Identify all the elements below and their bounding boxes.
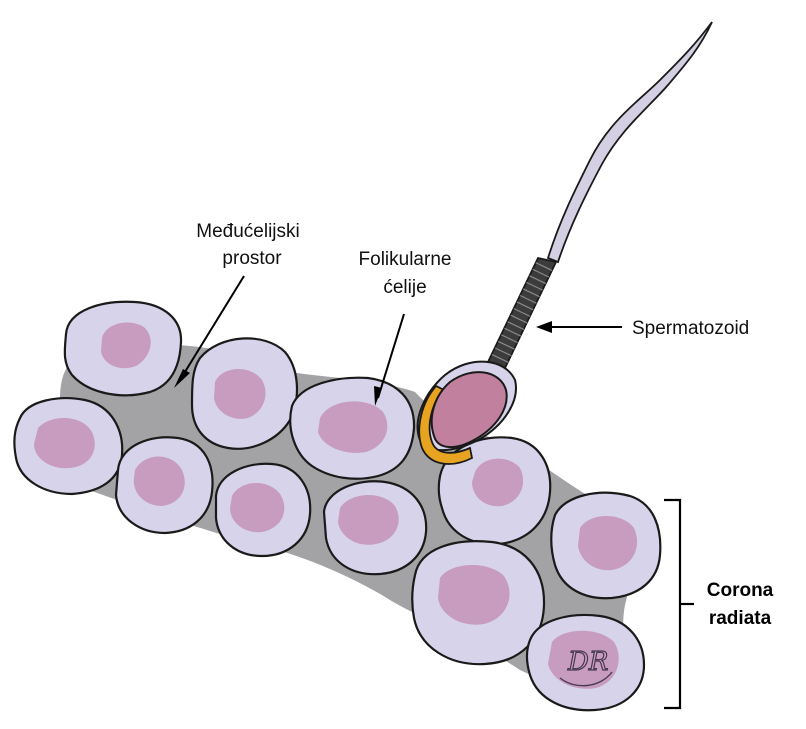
follicular-cell: [322, 480, 428, 576]
midpiece-ring: [510, 314, 528, 324]
label-intercellular-space-line2: prostor: [222, 248, 282, 269]
midpiece-ring: [504, 327, 522, 337]
cell-nucleus: [548, 630, 619, 689]
midpiece-ring: [529, 275, 547, 285]
cell-nucleus: [472, 458, 524, 507]
signature-flourish: [559, 671, 613, 687]
midpiece-ring: [535, 262, 553, 271]
spermatozoon: [416, 21, 713, 465]
cell-nucleus: [214, 368, 266, 419]
midpiece-ring: [519, 294, 537, 304]
follicular-cell: [214, 462, 312, 558]
follicular-cell: [190, 337, 299, 450]
label-spermatozoon: Spermatozoid: [632, 318, 749, 339]
follicular-cell: [114, 436, 214, 535]
cell-nucleus: [438, 564, 510, 625]
sperm-head: [430, 371, 508, 448]
label-intercellular-space-line1: Međućelijski: [196, 221, 299, 242]
label-corona-radiata-line2: radiata: [709, 608, 772, 629]
artist-signature: DR: [567, 647, 608, 677]
midpiece-rings: [491, 262, 553, 363]
arrow-spermatozoon: [536, 321, 622, 333]
cell-nucleus: [338, 494, 399, 545]
label-follicular-cells-line1: Folikularne: [359, 249, 452, 270]
arrow-follicular-cells: [374, 313, 405, 406]
sperm-tail: [546, 21, 713, 264]
follicular-cell: [289, 376, 416, 480]
follicular-cell: [437, 436, 552, 546]
midpiece-ring: [513, 308, 531, 317]
follicular-cell: [411, 540, 546, 666]
label-corona-radiata-line1: Corona: [707, 580, 774, 601]
cell-nucleus: [230, 482, 285, 533]
midpiece-ring: [532, 268, 550, 278]
midpiece-ring: [491, 354, 509, 363]
cell-nucleus: [34, 417, 95, 469]
arrow-intercellular-space: [174, 275, 245, 388]
follicular-cell: [550, 491, 662, 600]
acrosome: [418, 384, 474, 465]
midpiece-ring: [522, 288, 540, 298]
cell-nucleus: [101, 322, 151, 369]
midpiece-ring: [526, 281, 543, 291]
corona-radiata-bracket: [664, 498, 682, 710]
midpiece-ring: [516, 301, 534, 311]
follicular-cell: [525, 613, 646, 712]
cell-nucleus: [578, 516, 638, 571]
label-follicular-cells-line2: ćelije: [383, 277, 426, 298]
midpiece-ring: [497, 340, 515, 350]
midpiece-ring: [494, 347, 512, 357]
midpiece-ring: [507, 321, 525, 331]
cell-nucleus: [133, 456, 185, 506]
cell-nucleus: [318, 401, 388, 453]
follicular-cell: [63, 300, 183, 397]
follicular-cell: [13, 397, 124, 496]
midpiece-ring: [501, 334, 518, 344]
